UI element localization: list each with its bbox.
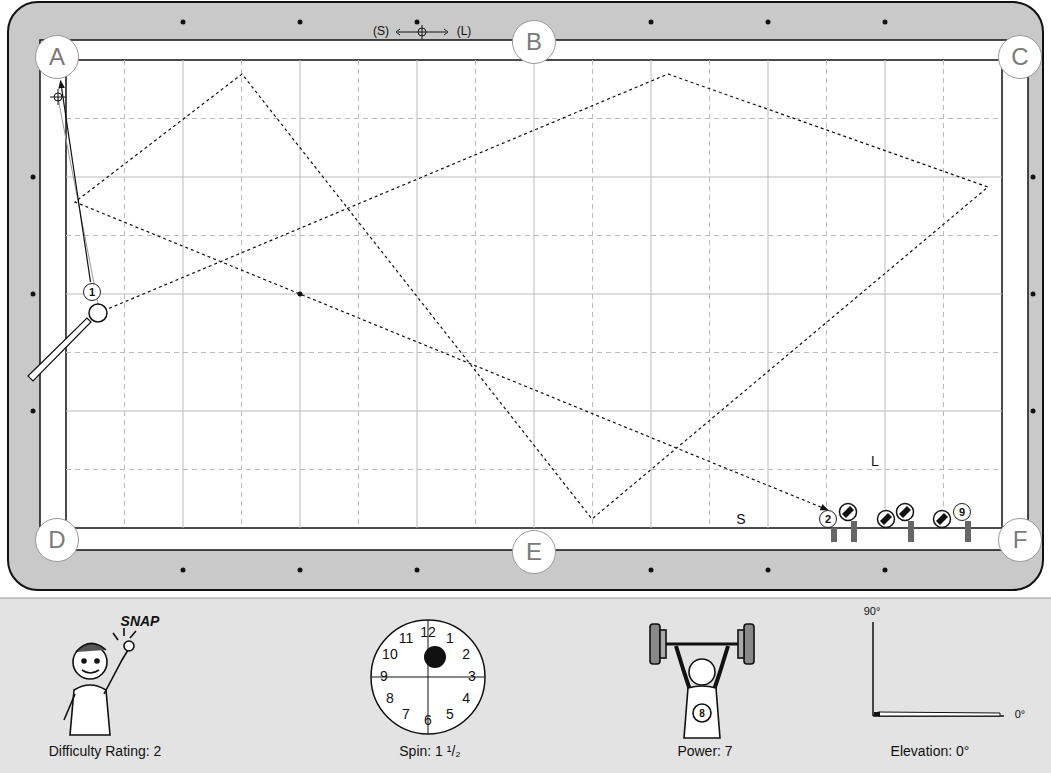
striped-ball <box>934 511 951 528</box>
clock-number: 4 <box>462 691 470 706</box>
grid-line <box>66 118 1002 119</box>
clock-number: 7 <box>402 707 410 722</box>
clock-number: 5 <box>446 707 454 722</box>
pocket-label: B <box>526 30 542 54</box>
clock-number: 2 <box>462 647 470 662</box>
caption: Elevation: 0° <box>891 744 970 759</box>
object-ball-label: 1 <box>89 287 95 298</box>
clock-number: 6 <box>424 713 432 728</box>
pocket: E <box>512 530 556 574</box>
object-ball: 9 <box>953 503 971 521</box>
ball-shadow <box>965 521 971 542</box>
striped-ball <box>878 511 895 528</box>
zone-label: S <box>736 512 745 527</box>
aim-line <box>61 81 91 282</box>
spot <box>298 292 303 297</box>
striped-ball <box>840 504 857 521</box>
pocket: B <box>512 20 556 64</box>
diamond <box>1031 292 1036 297</box>
diamond <box>649 20 654 25</box>
pocket: F <box>998 518 1042 562</box>
stripe <box>880 513 892 525</box>
pocket-label: D <box>48 528 65 552</box>
clock-number: 12 <box>420 625 436 640</box>
object-ball: 2 <box>819 510 837 528</box>
diamond <box>766 568 771 573</box>
grid-line <box>66 411 1002 412</box>
grid-line <box>66 235 1002 236</box>
caption: Spin: 1 ¹/₂ <box>399 744 460 759</box>
caption: Power: 7 <box>677 744 732 759</box>
diamond <box>31 175 36 180</box>
diamond <box>181 568 186 573</box>
angle-label: 0° <box>1015 708 1026 720</box>
grid-line <box>66 469 1002 470</box>
clock-number: 10 <box>382 647 398 662</box>
pocket-label: A <box>49 45 65 69</box>
stripe <box>842 506 854 518</box>
diamond <box>415 20 420 25</box>
spin-direction: (S) <box>373 25 389 38</box>
ball-shadow <box>908 521 914 542</box>
diamond <box>883 568 888 573</box>
shirt-number: 8 <box>699 708 705 719</box>
diamond <box>883 20 888 25</box>
zone-label: L <box>871 454 879 469</box>
pocket-label: C <box>1011 45 1028 69</box>
diamond <box>1031 409 1036 414</box>
clock-number: 11 <box>399 631 414 646</box>
diamond <box>649 568 654 573</box>
ball-shadow <box>831 528 837 542</box>
striped-ball <box>897 504 914 521</box>
clock-number: 3 <box>468 669 476 684</box>
clock-number: 8 <box>386 691 394 706</box>
angle-label: 90° <box>864 605 881 617</box>
diamond <box>181 20 186 25</box>
object-ball-label: 2 <box>825 514 831 525</box>
spin-direction: (L) <box>457 25 472 38</box>
stripe <box>899 506 911 518</box>
diamond <box>298 20 303 25</box>
object-ball: 1 <box>83 283 101 301</box>
grid-line <box>66 177 1002 178</box>
pocket-label: F <box>1013 528 1028 552</box>
cartoon-text: SNAP <box>121 614 160 629</box>
pocket: A <box>35 35 79 79</box>
ball-shadow <box>851 521 857 542</box>
diamond <box>298 568 303 573</box>
caption: Difficulty Rating: 2 <box>49 744 162 759</box>
diamond <box>1031 175 1036 180</box>
object-ball-label: 9 <box>959 507 965 518</box>
pocket: C <box>998 35 1042 79</box>
diamond <box>31 292 36 297</box>
diamond <box>31 409 36 414</box>
clock-number: 1 <box>446 631 454 646</box>
diamond <box>415 568 420 573</box>
diamond <box>766 20 771 25</box>
grid-line <box>66 352 1002 353</box>
stripe <box>936 513 948 525</box>
pocket: D <box>35 518 79 562</box>
pocket-label: E <box>526 540 542 564</box>
clock-number: 9 <box>380 669 388 684</box>
